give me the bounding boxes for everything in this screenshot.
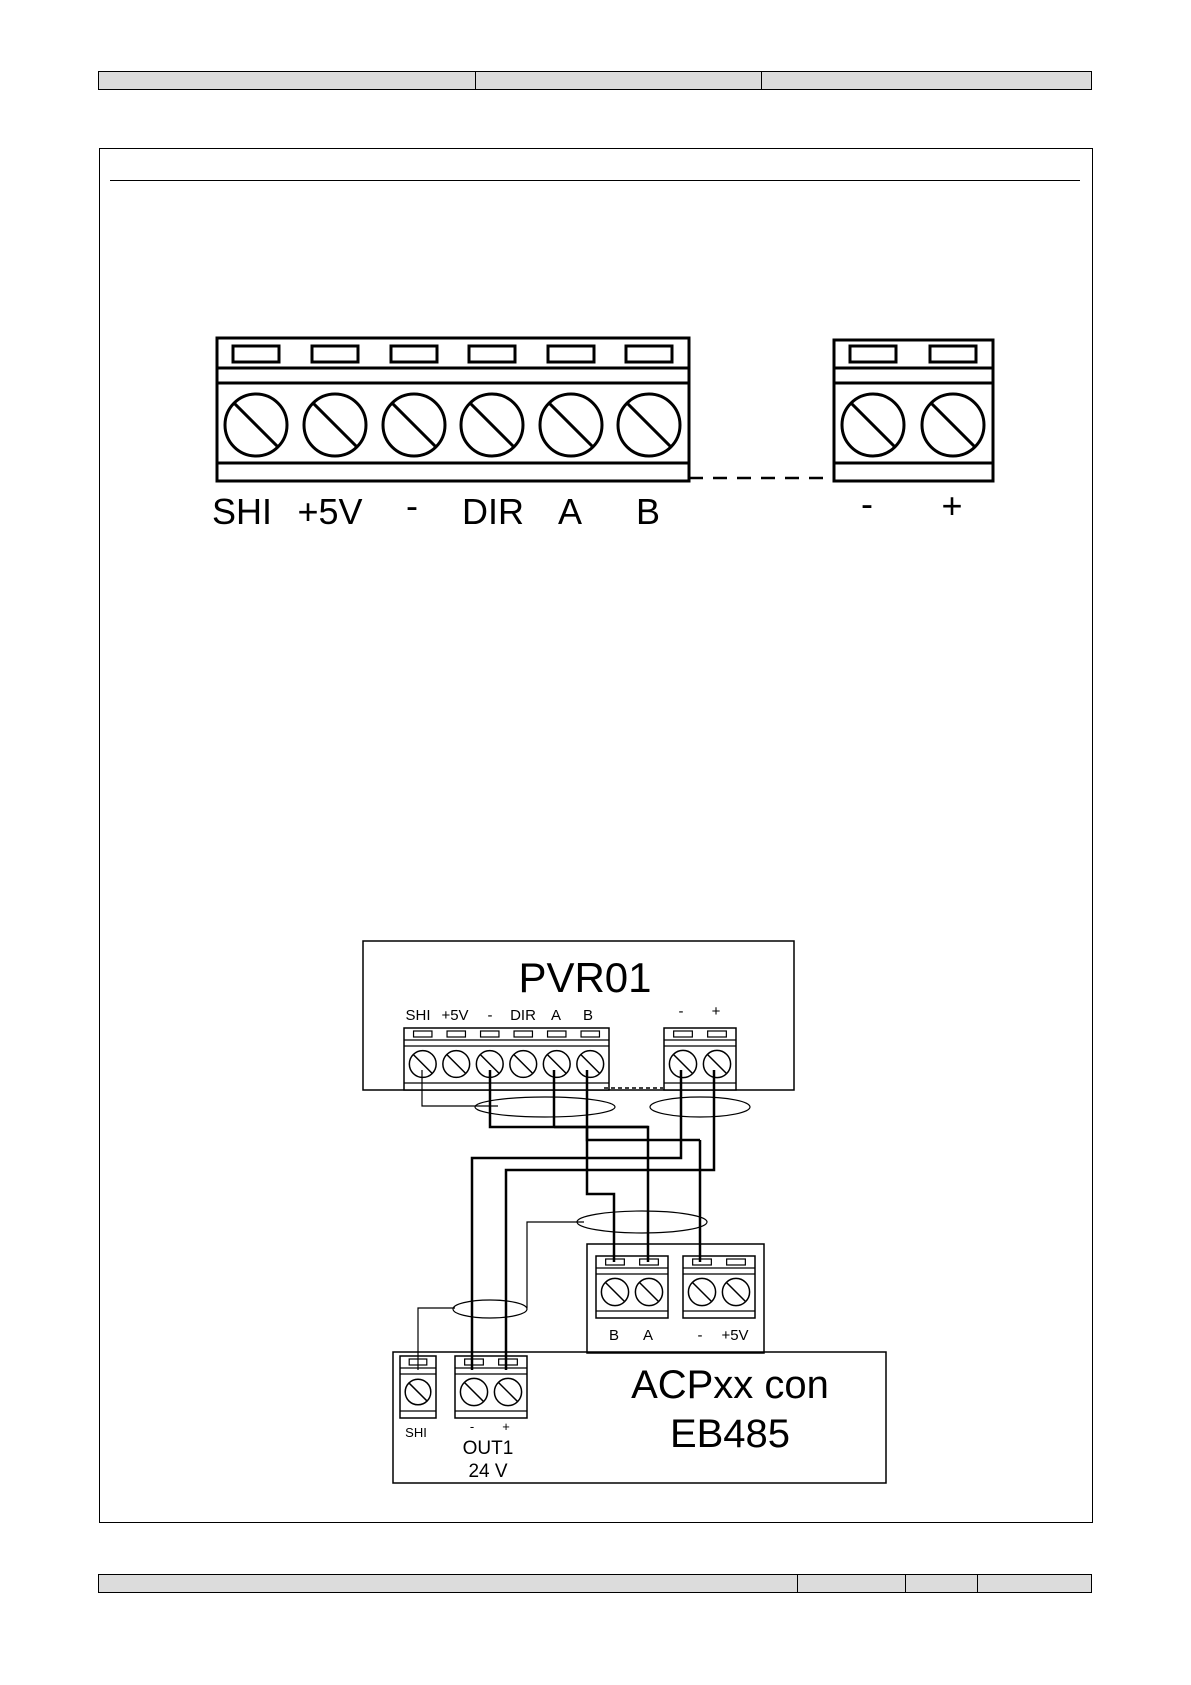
terminal-block-main xyxy=(217,338,689,481)
pvr-terminal-blocks xyxy=(404,1028,736,1090)
footer-cell-4 xyxy=(977,1575,978,1592)
eb-label-5v: +5V xyxy=(721,1327,748,1344)
shield-wire-eb xyxy=(527,1222,584,1308)
terminal-screws-main xyxy=(225,394,680,456)
power-terminal-1-contact xyxy=(930,346,976,362)
pvr-label-a: A xyxy=(551,1007,561,1024)
pvr-label-5v: +5V xyxy=(441,1007,468,1024)
eb485-labels: B A - +5V xyxy=(609,1327,749,1344)
terminal-1-contact xyxy=(312,346,358,362)
terminal-3-contact xyxy=(469,346,515,362)
wire-pvr-dir-link xyxy=(587,1127,700,1140)
terminal-labels-main: SHI +5V - DIR A B xyxy=(212,485,660,532)
terminal-label-minus: - xyxy=(406,485,418,526)
footer-bar xyxy=(98,1574,1092,1593)
pvr-labels-power: - + xyxy=(679,1003,721,1020)
terminal-label-power-minus: - xyxy=(861,483,873,524)
acp-title-line2: EB485 xyxy=(670,1412,790,1456)
terminal-label-dir: DIR xyxy=(462,491,524,532)
cable-shield-4 xyxy=(453,1300,527,1318)
footer-cell-3 xyxy=(905,1575,906,1592)
cable-shield-2 xyxy=(650,1097,750,1117)
acp-label-out1: OUT1 xyxy=(463,1438,514,1459)
pvr-label-dir: DIR xyxy=(510,1007,536,1024)
acp-label-minus: - xyxy=(470,1419,474,1434)
terminal-4-contact xyxy=(548,346,594,362)
acp-terminal-blocks xyxy=(400,1356,527,1418)
power-terminal-1-slot-icon xyxy=(931,403,974,446)
terminal-5-contact xyxy=(626,346,672,362)
terminal-labels-power: - + xyxy=(861,483,963,526)
eb-label-b: B xyxy=(609,1327,619,1344)
eb485-terminal-blocks xyxy=(596,1256,755,1318)
pvr-labels-main: SHI +5V - DIR A B xyxy=(405,1007,593,1024)
acp-label-plus: + xyxy=(502,1419,510,1434)
power-terminal-0-contact xyxy=(850,346,896,362)
terminal-1-slot-icon xyxy=(313,403,356,446)
power-terminal-0-slot-icon xyxy=(851,403,894,446)
acp-label-shi: SHI xyxy=(405,1425,427,1440)
terminal-label-b: B xyxy=(636,491,660,532)
cable-shield-1 xyxy=(475,1097,615,1117)
wire-pvr-power-plus-to-acp xyxy=(506,1070,714,1370)
terminal-2-contact xyxy=(391,346,437,362)
terminal-5-slot-icon xyxy=(627,403,670,446)
terminal-slots-power xyxy=(850,346,976,362)
terminal-4-slot-icon xyxy=(549,403,592,446)
pvr01-title: PVR01 xyxy=(518,954,651,1001)
cable-shield-3 xyxy=(577,1211,707,1233)
terminal-label-a: A xyxy=(558,491,582,532)
terminal-2-slot-icon xyxy=(392,403,435,446)
pvr-label-minus: - xyxy=(488,1007,493,1024)
acp-title-line1: ACPxx con xyxy=(631,1363,829,1407)
pvr-label-shi: SHI xyxy=(405,1007,430,1024)
terminal-slots-main xyxy=(233,346,672,362)
pvr-label-power-plus: + xyxy=(712,1003,721,1020)
terminal-0-contact xyxy=(233,346,279,362)
wire-pvr-b-to-eb-b xyxy=(587,1070,614,1262)
terminal-label-power-plus: + xyxy=(941,485,962,526)
footer-cell-2 xyxy=(797,1575,798,1592)
acp-labels: SHI - + OUT1 24 V xyxy=(405,1419,513,1482)
pvr-label-power-minus: - xyxy=(679,1003,684,1020)
terminal-label-5v: +5V xyxy=(297,491,362,532)
acp-label-24v: 24 V xyxy=(468,1461,507,1482)
eb-label-minus: - xyxy=(698,1327,703,1344)
terminal-screws-power xyxy=(842,394,984,456)
terminal-3-slot-icon xyxy=(470,403,513,446)
terminal-0-slot-icon xyxy=(234,403,277,446)
eb-label-a: A xyxy=(643,1327,653,1344)
terminal-label-shi: SHI xyxy=(212,491,272,532)
pvr-label-b: B xyxy=(583,1007,593,1024)
